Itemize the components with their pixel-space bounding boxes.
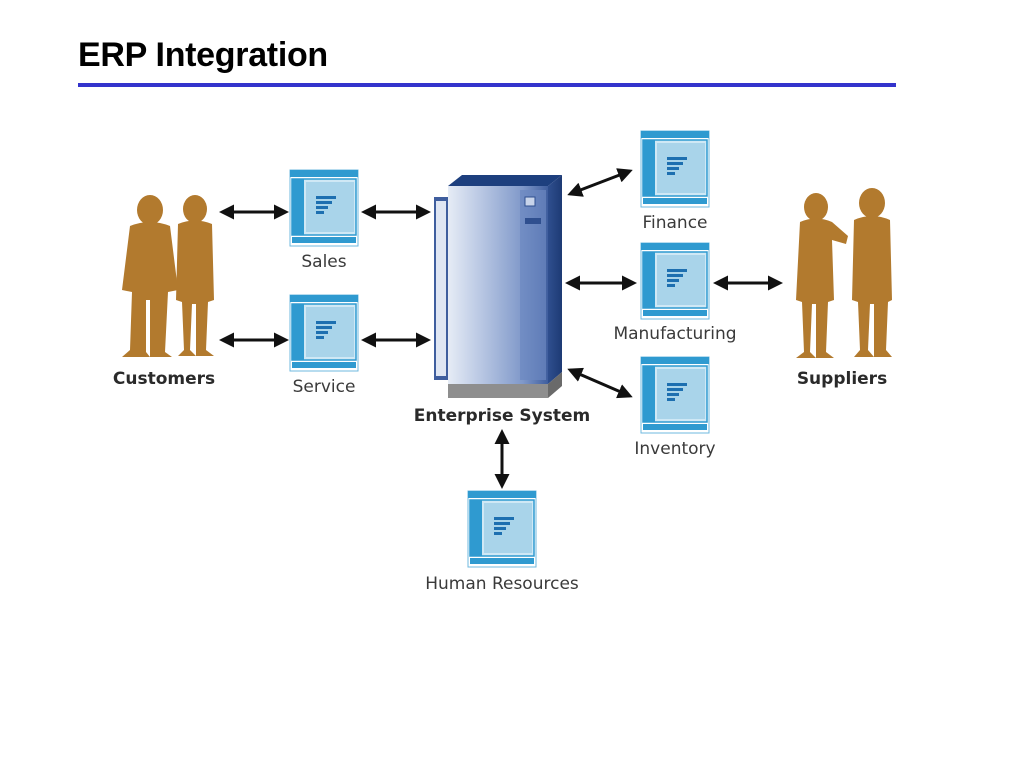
server-icon (434, 175, 562, 398)
sales-module-icon (289, 169, 359, 247)
server-finance-arrow (567, 168, 633, 197)
service-label: Service (293, 377, 356, 397)
server-inventory-arrow (567, 367, 633, 399)
suppliers-label: Suppliers (797, 369, 887, 389)
finance-label: Finance (642, 213, 707, 233)
suppliers-icon (796, 188, 892, 358)
page-title: ERP Integration (78, 36, 328, 74)
inventory-module-icon (640, 356, 710, 434)
human-resources-module-icon (467, 490, 537, 568)
service-module-icon (289, 294, 359, 372)
customers-label: Customers (113, 369, 215, 389)
finance-module-icon (640, 130, 710, 208)
manufacturing-label: Manufacturing (613, 324, 736, 344)
customers-icon (122, 195, 214, 357)
sales-label: Sales (301, 252, 346, 272)
inventory-label: Inventory (634, 439, 715, 459)
manufacturing-module-icon (640, 242, 710, 320)
human-resources-label: Human Resources (425, 574, 579, 594)
enterprise-system-label: Enterprise System (414, 406, 591, 426)
title-underline (78, 83, 896, 87)
